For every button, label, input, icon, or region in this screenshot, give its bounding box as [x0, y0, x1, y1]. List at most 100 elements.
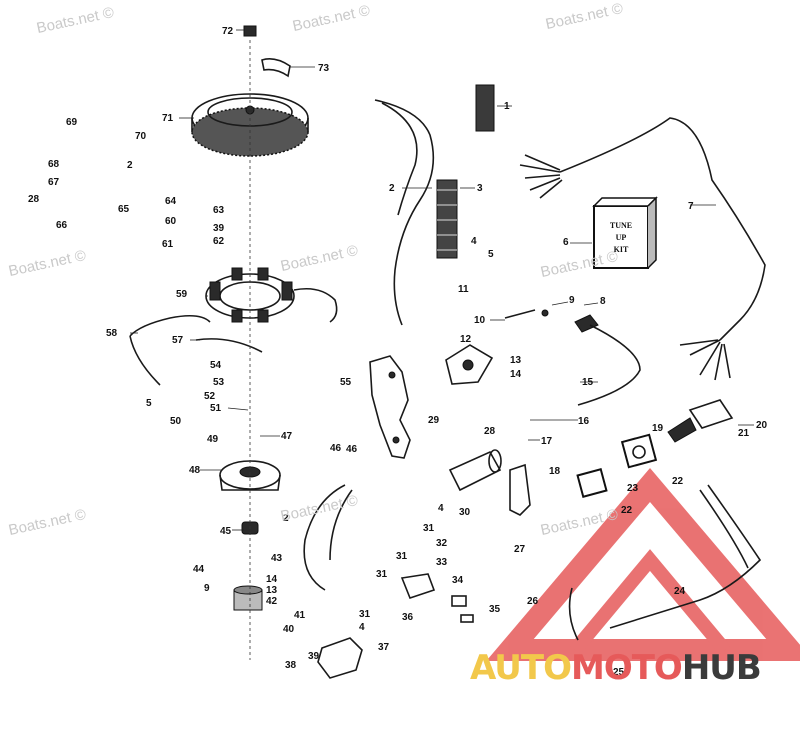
callout-29: 29 [428, 415, 440, 426]
callout-36: 36 [402, 612, 414, 623]
plate-23 [576, 468, 608, 498]
callout-17: 17 [541, 436, 553, 447]
callout-39b: 39 [308, 651, 320, 662]
callout-53: 53 [213, 377, 225, 388]
flywheel-nut [243, 25, 257, 37]
bracket-55 [369, 355, 411, 459]
battery-cable-24 [609, 484, 762, 629]
boot-8 [574, 314, 599, 333]
callout-46b: 46 [346, 444, 358, 455]
callout-70: 70 [135, 131, 147, 142]
callout-27: 27 [514, 544, 526, 555]
callout-72: 72 [222, 26, 234, 37]
svg-text:TUNE: TUNE [610, 221, 632, 230]
coil-12 [445, 344, 494, 385]
cable-26 [568, 587, 579, 641]
callout-30: 30 [459, 507, 471, 518]
callout-4c: 4 [438, 503, 444, 514]
callout-33: 33 [436, 557, 448, 568]
callout-3: 3 [477, 183, 483, 194]
callout-62: 62 [213, 236, 225, 247]
callout-23: 23 [627, 483, 639, 494]
brand-part-2: MOTO [570, 648, 683, 688]
callout-4b: 4 [471, 236, 477, 247]
callout-43: 43 [271, 553, 283, 564]
stator [205, 267, 338, 323]
callout-1: 1 [504, 101, 510, 112]
rectifier-42 [233, 585, 263, 611]
brand-triangle-logo [486, 467, 800, 661]
callout-42: 42 [266, 596, 278, 607]
brand-part-1: AUTO [470, 648, 572, 688]
callout-61: 61 [162, 239, 174, 250]
callout-35: 35 [489, 604, 501, 615]
callout-50: 50 [170, 416, 182, 427]
callout-31a: 31 [359, 609, 371, 620]
callout-40: 40 [283, 624, 295, 635]
callout-2c: 2 [283, 513, 289, 524]
callout-16: 16 [578, 416, 590, 427]
callout-31c: 31 [396, 551, 408, 562]
callout-41: 41 [294, 610, 306, 621]
callout-22b: 22 [621, 505, 633, 516]
part-35 [460, 614, 474, 623]
callout-37: 37 [378, 642, 390, 653]
callout-55: 55 [340, 377, 352, 388]
callout-11: 11 [458, 284, 469, 295]
callout-2a: 2 [127, 160, 133, 171]
tune-up-kit-box [592, 196, 658, 269]
svg-text:KIT: KIT [614, 245, 629, 254]
callout-32: 32 [436, 538, 448, 549]
callout-19: 19 [652, 423, 664, 434]
terminal-block [436, 179, 458, 259]
callout-2b: 2 [389, 183, 395, 194]
plate-22 [620, 433, 658, 469]
callout-52: 52 [204, 391, 216, 402]
callout-12: 12 [460, 334, 472, 345]
callout-20: 20 [756, 420, 768, 431]
callout-71: 71 [162, 113, 174, 124]
callout-51: 51 [210, 403, 222, 414]
decal-73 [261, 58, 291, 78]
callout-7: 7 [688, 201, 694, 212]
callout-65: 65 [118, 204, 130, 215]
callout-10: 10 [474, 315, 486, 326]
callout-46a: 46 [330, 443, 342, 454]
main-wiring-harness [519, 117, 766, 381]
switch-37 [317, 637, 363, 679]
callout-49: 49 [207, 434, 219, 445]
callout-8: 8 [600, 296, 606, 307]
brand-part-3: HUB [681, 648, 762, 688]
callout-24: 24 [674, 586, 686, 597]
callout-labels: 72 73 71 69 70 68 2 67 28 65 66 64 63 60… [28, 26, 768, 678]
callout-54: 54 [210, 360, 222, 371]
wire-harness-2 [374, 99, 435, 326]
callout-28b: 28 [484, 426, 496, 437]
callout-64: 64 [165, 196, 177, 207]
callout-48: 48 [189, 465, 201, 476]
callout-6: 6 [563, 237, 569, 248]
svg-text:UP: UP [616, 233, 627, 242]
callout-63: 63 [213, 205, 225, 216]
callout-47: 47 [281, 431, 293, 442]
callout-25: 25 [613, 667, 625, 678]
callout-5b: 5 [488, 249, 494, 260]
callout-31b: 31 [423, 523, 435, 534]
callout-44: 44 [193, 564, 205, 575]
brand-wordmark: AUTOMOTOHUB [470, 648, 762, 688]
cable-15 [577, 324, 641, 406]
callout-57: 57 [172, 335, 184, 346]
leader-lines [130, 29, 754, 531]
bracket-36 [400, 573, 436, 599]
callout-59: 59 [176, 289, 188, 300]
callout-73: 73 [318, 63, 330, 74]
decal-strip-1 [475, 84, 495, 132]
kit-box-text: TUNE UP KIT [610, 221, 632, 254]
callout-67: 67 [48, 177, 60, 188]
callout-22a: 22 [672, 476, 684, 487]
callout-14b: 14 [510, 369, 522, 380]
callout-14a: 14 [266, 574, 278, 585]
bracket-27 [509, 463, 531, 516]
starter-30 [448, 449, 502, 492]
